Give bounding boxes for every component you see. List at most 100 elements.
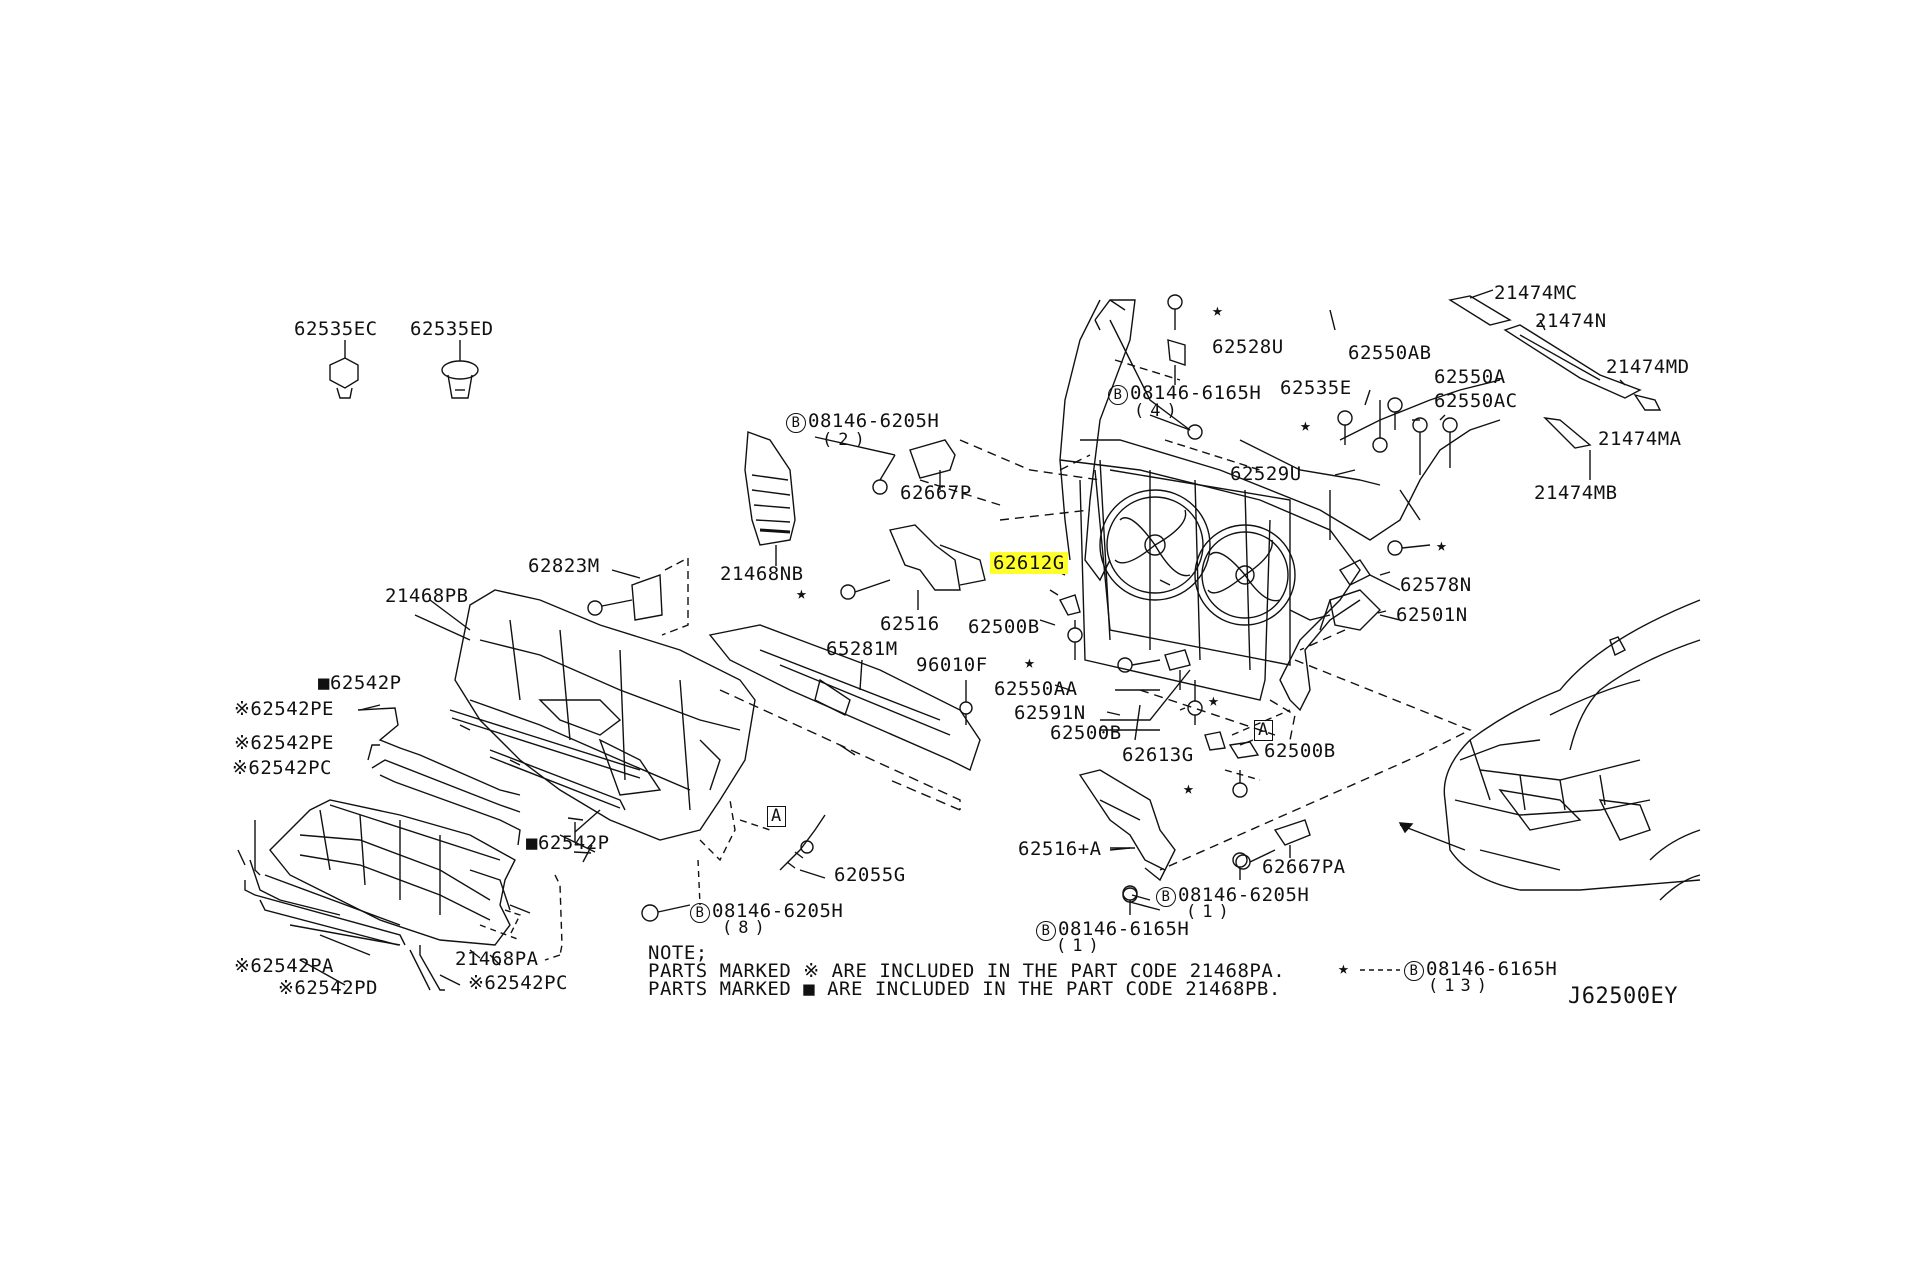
fan-shroud-drawing bbox=[1095, 470, 1295, 665]
label-62542PC-1: ※62542PC bbox=[232, 757, 332, 779]
bracket-62516-drawing bbox=[841, 525, 985, 610]
bracket-62823M-drawing bbox=[588, 558, 688, 635]
lower-bolts-drawing bbox=[1123, 853, 1247, 910]
label-21474MA: 21474MA bbox=[1598, 428, 1682, 450]
star-icon: ★ bbox=[1208, 690, 1220, 711]
label-62542P-2: ■62542P bbox=[526, 832, 610, 854]
label-62542PA: ※62542PA bbox=[234, 955, 334, 977]
ref-a-lines-drawing bbox=[740, 710, 1290, 830]
ref-marker-a-left: A bbox=[767, 806, 786, 827]
seals-62542-drawing bbox=[245, 708, 640, 990]
star-legend-qty: (13) bbox=[1428, 976, 1493, 996]
label-62501N: 62501N bbox=[1396, 604, 1468, 626]
star-legend-icon: ★ bbox=[1338, 958, 1350, 979]
star-icon: ★ bbox=[1436, 535, 1448, 556]
label-62542PE-1: ※62542PE bbox=[234, 698, 334, 720]
star-icon: ★ bbox=[1300, 415, 1312, 436]
right-clips-drawing bbox=[1330, 398, 1457, 630]
label-62535EC: 62535EC bbox=[294, 318, 378, 340]
label-21468PA: 21468PA bbox=[455, 948, 539, 970]
label-62055G: 62055G bbox=[834, 864, 906, 886]
bolt-b-icon: B bbox=[1156, 887, 1176, 907]
label-62591N: 62591N bbox=[1014, 702, 1086, 724]
diagram-code: J62500EY bbox=[1568, 984, 1678, 1009]
air-guide-21468NB-drawing bbox=[745, 432, 795, 566]
label-21474MB: 21474MB bbox=[1534, 482, 1618, 504]
qty-8: (8) bbox=[722, 918, 771, 938]
label-21468PB: 21468PB bbox=[385, 585, 469, 607]
label-21474MD: 21474MD bbox=[1606, 356, 1690, 378]
label-62550A: 62550A bbox=[1434, 366, 1506, 388]
label-62516A: 62516+A bbox=[1018, 838, 1102, 860]
label-62550AB: 62550AB bbox=[1348, 342, 1432, 364]
label-62528U: 62528U bbox=[1212, 336, 1284, 358]
lower-bracket-parts-drawing bbox=[1050, 590, 1260, 797]
bolt-b-icon: B bbox=[1036, 921, 1056, 941]
clip-62535EC-drawing bbox=[330, 340, 358, 398]
bolt-b-icon: B bbox=[786, 413, 806, 433]
qty-1a: (1) bbox=[1186, 902, 1235, 922]
bolt-upper-left-drawing bbox=[815, 437, 895, 494]
label-21474N: 21474N bbox=[1535, 310, 1607, 332]
star-icon: ★ bbox=[1183, 778, 1195, 799]
label-62535ED: 62535ED bbox=[410, 318, 494, 340]
clip-96010F-drawing bbox=[960, 680, 972, 725]
label-21474MC: 21474MC bbox=[1494, 282, 1578, 304]
label-62542PC-2: ※62542PC bbox=[468, 972, 568, 994]
bolt-b-icon: B bbox=[1404, 961, 1424, 981]
vehicle-illustration-drawing bbox=[1400, 600, 1700, 900]
cable-62055G-drawing bbox=[780, 815, 825, 878]
label-62500B-3: 62500B bbox=[1264, 740, 1336, 762]
label-62535E: 62535E bbox=[1280, 377, 1352, 399]
duct-21468PB-drawing bbox=[430, 590, 755, 860]
label-62500B-2: 62500B bbox=[1050, 722, 1122, 744]
label-62550AC: 62550AC bbox=[1434, 390, 1518, 412]
radiator-core-support-62501N-drawing bbox=[1060, 300, 1500, 710]
label-62823M: 62823M bbox=[528, 555, 600, 577]
qty-1b: (1) bbox=[1056, 936, 1105, 956]
label-62500B-1: 62500B bbox=[968, 616, 1040, 638]
label-62613G: 62613G bbox=[1122, 744, 1194, 766]
label-62542P-1: ■62542P bbox=[318, 672, 402, 694]
label-62516: 62516 bbox=[880, 613, 940, 635]
ref-marker-a-right: A bbox=[1254, 720, 1273, 741]
label-62667P: 62667P bbox=[900, 482, 972, 504]
note-heading: NOTE; bbox=[648, 942, 708, 964]
label-21468NB: 21468NB bbox=[720, 563, 804, 585]
bolt-b-icon: B bbox=[1108, 385, 1128, 405]
label-62550AA: 62550AA bbox=[994, 678, 1078, 700]
seals-21474-drawing bbox=[1450, 290, 1660, 480]
star-icon: ★ bbox=[1024, 652, 1036, 673]
cover-65281M-drawing bbox=[710, 625, 980, 810]
label-96010F: 96010F bbox=[916, 654, 988, 676]
qty-4: (4) bbox=[1134, 401, 1183, 421]
grille-21468PA-drawing bbox=[238, 800, 520, 958]
note-line-2: PARTS MARKED ■ ARE INCLUDED IN THE PART … bbox=[648, 978, 1281, 1000]
label-62578N: 62578N bbox=[1400, 574, 1472, 596]
note-line-1: PARTS MARKED ※ ARE INCLUDED IN THE PART … bbox=[648, 960, 1286, 982]
label-62542PE-2: ※62542PE bbox=[234, 732, 334, 754]
label-62542PD: ※62542PD bbox=[278, 977, 378, 999]
upper-bolts-drawing bbox=[1115, 295, 1260, 470]
highlight-62612G: 62612G bbox=[990, 552, 1068, 574]
bracket-62667PA-drawing bbox=[1236, 820, 1310, 869]
star-icon: ★ bbox=[1212, 300, 1224, 321]
dashed-leaders-drawing bbox=[920, 440, 1470, 870]
label-62667PA: 62667PA bbox=[1262, 856, 1346, 878]
bolt-b-icon: B bbox=[690, 903, 710, 923]
clip-62535ED-drawing bbox=[442, 340, 478, 398]
label-65281M: 65281M bbox=[826, 638, 898, 660]
label-62612G-highlighted[interactable]: 62612G bbox=[990, 552, 1068, 574]
label-62529U: 62529U bbox=[1230, 463, 1302, 485]
star-icon: ★ bbox=[796, 583, 808, 604]
bolt-lower-left-drawing bbox=[642, 860, 700, 921]
qty-2: (2) bbox=[822, 430, 871, 450]
